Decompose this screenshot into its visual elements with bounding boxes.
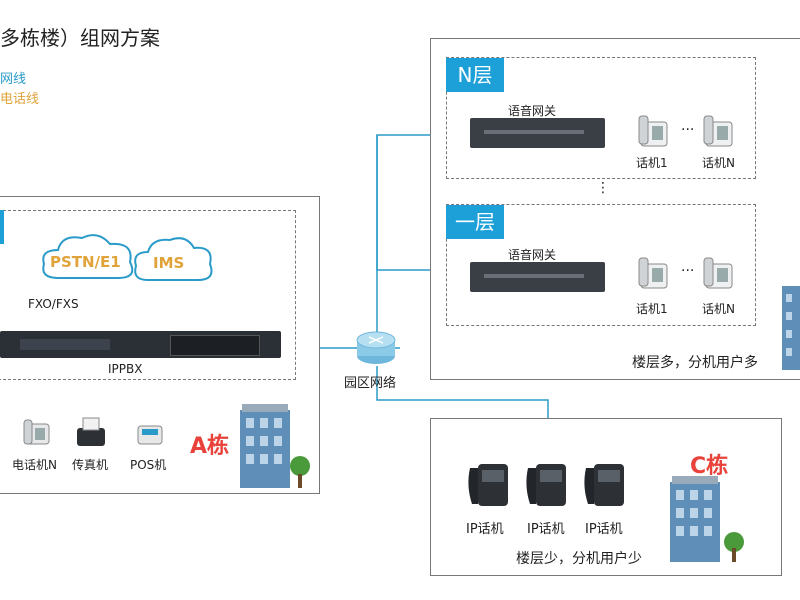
router-icon: [356, 331, 396, 364]
office-building-icon: [782, 286, 800, 370]
floor-n-phone-1-label: 话机1: [636, 156, 668, 170]
page-title: 多栋楼）组网方案: [0, 26, 160, 50]
floor-n-phone-ellipsis: ···: [681, 122, 695, 138]
floor-1-phone-n-label: 话机N: [702, 302, 735, 316]
campus-network-label: 园区网络: [344, 376, 397, 391]
building-c-label: C栋: [690, 454, 729, 479]
floor-1-area: [446, 204, 756, 326]
ims-cloud-icon: [134, 237, 213, 281]
ip-phone-1-icon: [468, 464, 508, 506]
office-building-icon: [240, 404, 310, 488]
fax-machine-icon: [77, 417, 105, 446]
floors-vertical-ellipsis: ⋮: [596, 180, 610, 196]
floor-1-voice-gateway: [470, 262, 605, 292]
legend-phone-line: 电话线: [0, 92, 40, 107]
floor-n-tag: N层: [446, 58, 504, 92]
building-b-note: 楼层多，分机用户多: [632, 355, 758, 371]
floor-n-area: [446, 57, 756, 179]
ip-phone-3-label: IP话机: [585, 522, 623, 537]
floor-1-gateway-label: 语音网关: [508, 248, 557, 262]
ippbx-label: IPPBX: [108, 362, 143, 376]
ip-phone-2-label: IP话机: [527, 522, 565, 537]
analog-phone-icon: [23, 419, 50, 445]
ims-cloud-label: IMS: [153, 254, 185, 272]
legend-network-line: 网线: [0, 72, 27, 87]
endpoint-label-fax: 传真机: [72, 458, 109, 472]
building-a-dashed-area: [0, 210, 296, 380]
pstn-cloud-label: PSTN/E1: [50, 253, 121, 271]
endpoint-label-pos: POS机: [130, 458, 167, 472]
ippbx-device: [0, 331, 281, 358]
floor-n-phone-n-icon: [703, 115, 733, 147]
ip-phone-1-label: IP话机: [466, 522, 504, 537]
endpoint-label-phone: 电话机N: [12, 458, 57, 472]
ip-phone-3-icon: [584, 464, 624, 506]
office-building-icon: [670, 476, 744, 562]
floor-n-phone-n-label: 话机N: [702, 156, 735, 170]
fxo-fxs-label: FXO/FXS: [28, 297, 79, 311]
floor-n-phone-1-icon: [638, 115, 668, 147]
pstn-cloud-icon: [42, 234, 134, 279]
building-a-tag: [0, 210, 4, 244]
building-c-note: 楼层少，分机用户少: [516, 551, 642, 567]
floor-1-phone-ellipsis: ···: [681, 263, 695, 279]
floor-1-phone-1-icon: [638, 257, 668, 289]
floor-1-tag: 一层: [446, 205, 504, 239]
ip-phone-2-icon: [526, 464, 566, 506]
pos-terminal-icon: [137, 425, 163, 445]
building-a-label: A栋: [190, 434, 230, 459]
floor-1-phone-1-label: 话机1: [636, 302, 668, 316]
floor-n-gateway-label: 语音网关: [508, 104, 557, 118]
floor-n-voice-gateway: [470, 118, 605, 148]
floor-1-phone-n-icon: [703, 257, 733, 289]
